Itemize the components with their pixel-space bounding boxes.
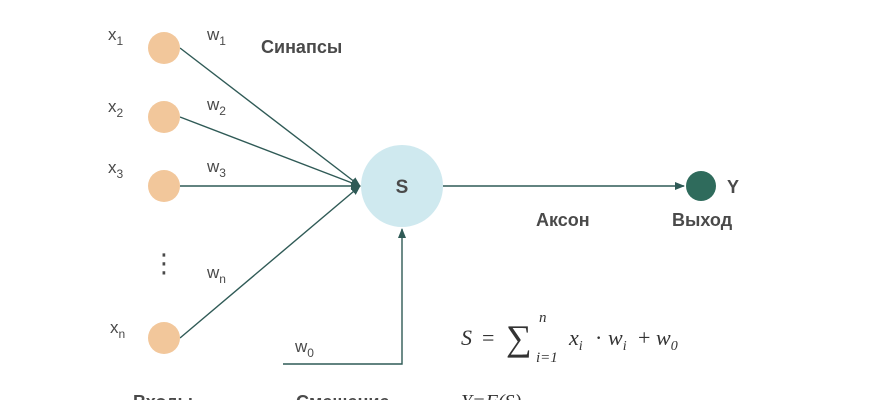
synapse-line-2	[179, 116, 361, 187]
weight-label-n: wn	[206, 263, 226, 286]
input-node-1	[148, 32, 180, 64]
synapses-label: Синапсы	[261, 37, 342, 57]
formula-term-w: wi	[608, 325, 627, 354]
input-label-2: x2	[108, 97, 124, 120]
output-symbol: Y	[727, 177, 739, 197]
output-node	[686, 171, 716, 201]
bottom-label-bias: Смещение	[296, 392, 389, 400]
formula-eq: =	[482, 325, 494, 350]
input-label-3: x3	[108, 158, 124, 181]
formula-sigma: ∑	[506, 318, 532, 358]
input-node-2	[148, 101, 180, 133]
weight-label-1: w1	[206, 25, 226, 48]
bias-label: w0	[294, 337, 314, 360]
sum-formula: S = ∑ n i=1 xi · wi + w0	[461, 310, 678, 366]
formula-bias: w0	[656, 325, 678, 354]
formula-plus: +	[638, 325, 650, 350]
input-label-n: xn	[110, 318, 125, 341]
formula-lhs: S	[461, 325, 472, 350]
bias-line	[283, 228, 406, 365]
formula-dot: ·	[595, 325, 602, 350]
input-label-1: x1	[108, 25, 124, 48]
output-label: Выход	[672, 210, 733, 230]
input-node-n	[148, 322, 180, 354]
formula-lower: i=1	[536, 350, 558, 366]
bottom-label-inputs: Входы	[133, 392, 193, 400]
weight-label-3: w3	[206, 157, 226, 180]
weight-label-2: w2	[206, 95, 226, 118]
formula-term-x: xi	[568, 325, 583, 354]
bottom-label-function: Y=F(S)	[461, 391, 521, 400]
summator-node	[361, 145, 443, 227]
summator-label: S	[396, 177, 409, 198]
synapse-line-1	[179, 47, 361, 187]
formula-upper: n	[539, 310, 547, 326]
synapse-line-n	[179, 185, 361, 339]
axon-label: Аксон	[536, 210, 590, 230]
input-node-3	[148, 170, 180, 202]
ellipsis: ⋮	[151, 248, 177, 278]
